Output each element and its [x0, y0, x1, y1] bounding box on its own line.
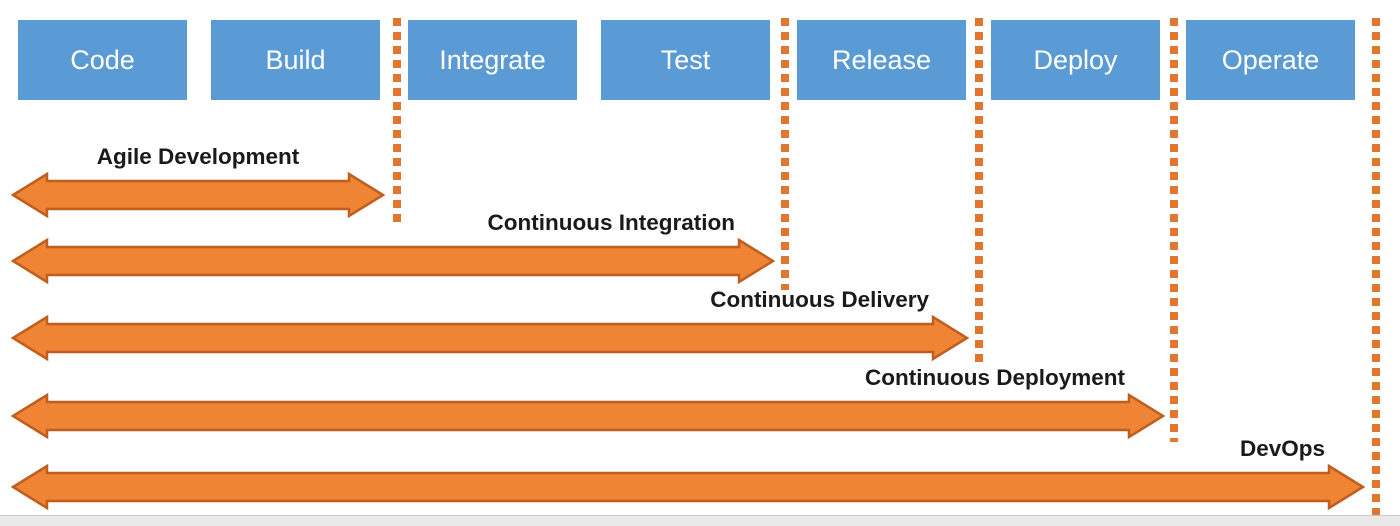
double-arrow-icon	[11, 393, 1165, 439]
phase-separator-line-after-release	[975, 18, 983, 365]
scope-label: DevOps	[1239, 436, 1325, 461]
scope-label: Agile Development	[96, 144, 300, 169]
scope-row-continuous-deployment: Continuous Deployment	[11, 365, 1165, 439]
stage-box-operate: Operate	[1186, 20, 1355, 100]
stage-box-deploy: Deploy	[991, 20, 1160, 100]
phase-separator-line-after-deploy	[1170, 18, 1178, 442]
double-arrow-icon	[11, 238, 775, 284]
phase-separator-line-after-build	[393, 18, 401, 224]
stage-box-code: Code	[18, 20, 187, 100]
stage-box-release: Release	[797, 20, 966, 100]
phase-separator-line-after-operate	[1372, 18, 1380, 517]
double-arrow-icon	[11, 172, 385, 218]
stage-box-test: Test	[601, 20, 770, 100]
double-arrow-icon	[11, 464, 1365, 510]
scope-row-continuous-delivery: Continuous Delivery	[11, 287, 969, 361]
phase-separator-line-after-test	[781, 18, 789, 290]
bottom-edge-strip	[0, 515, 1400, 526]
scope-label: Continuous Deployment	[865, 365, 1125, 390]
stage-box-integrate: Integrate	[408, 20, 577, 100]
scope-label: Continuous Integration	[487, 210, 735, 235]
double-arrow-icon	[11, 315, 969, 361]
scope-label: Continuous Delivery	[710, 287, 929, 312]
scope-row-agile-development: Agile Development	[11, 144, 385, 218]
stage-box-build: Build	[211, 20, 380, 100]
scope-row-continuous-integration: Continuous Integration	[11, 210, 775, 284]
scope-row-devops: DevOps	[11, 436, 1365, 510]
